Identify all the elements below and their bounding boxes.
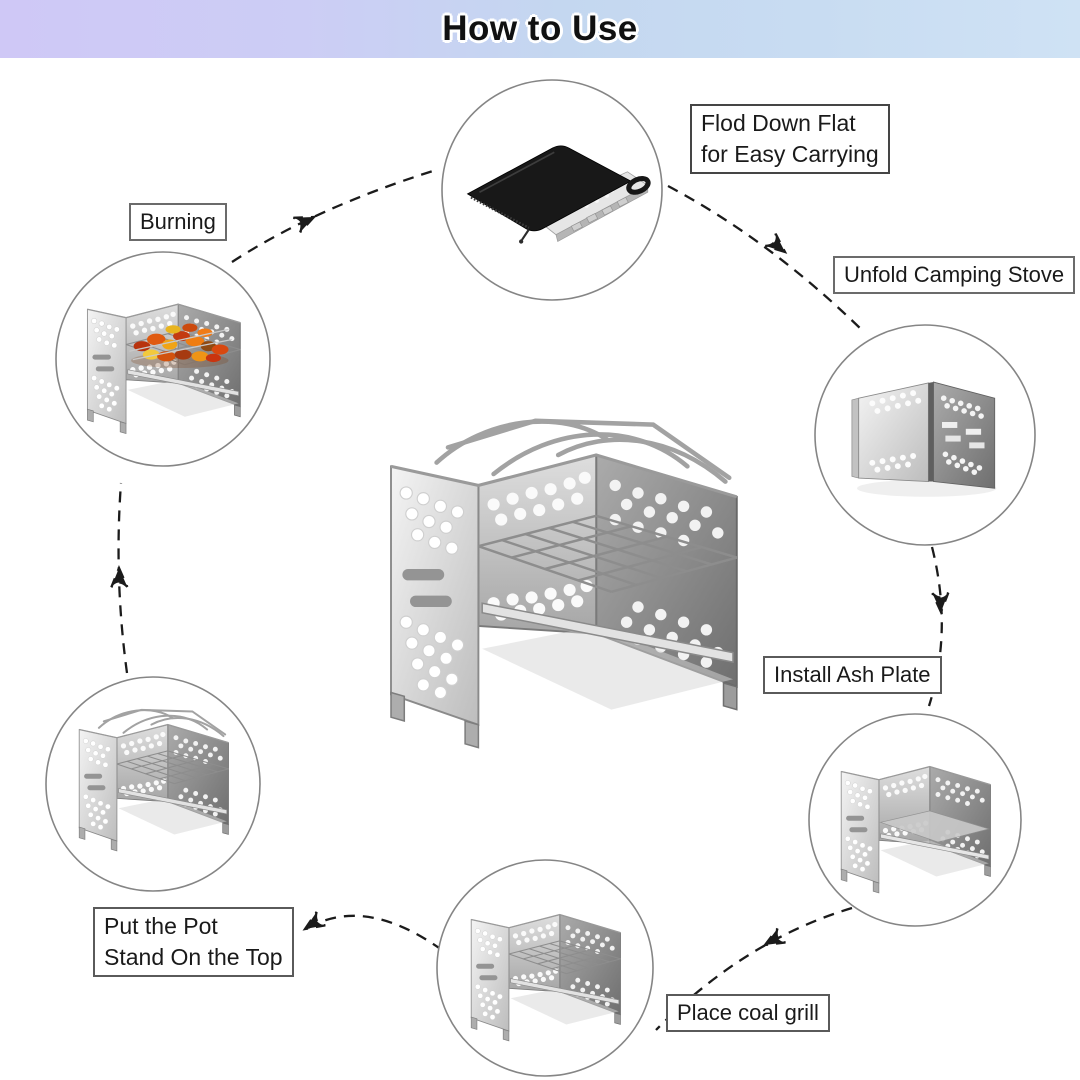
flow-arrows: [109, 168, 951, 1031]
arrow-fold-flat-to-unfold: [667, 184, 865, 333]
step-circle-unfold: [814, 324, 1036, 546]
arrowhead-icon: [759, 927, 787, 954]
label-place-coal-grill: Place coal grill: [666, 994, 830, 1032]
label-unfold-camping-stove: Unfold Camping Stove: [833, 256, 1076, 294]
label-line: Unfold Camping Stove: [844, 262, 1065, 287]
label-line: Place coal grill: [677, 1000, 819, 1025]
step-circle-pot-stand: [45, 676, 261, 892]
step-circle-place-coal-grill: [436, 859, 654, 1077]
arrowhead-icon: [109, 566, 129, 589]
arrow-coal-grill-to-pot-stand: [299, 910, 443, 951]
label-line: Flod Down Flat: [701, 110, 856, 136]
step-circle-fold-flat: [441, 79, 663, 301]
label-line: Stand On the Top: [104, 944, 283, 970]
label-put-pot-stand: Put the Pot Stand On the Top: [93, 907, 294, 977]
header-bar: How to Use: [0, 0, 1080, 58]
step-circle-burning: [55, 251, 271, 467]
arrowhead-icon: [931, 591, 951, 614]
arrow-pot-stand-to-burning: [109, 482, 129, 674]
arrowhead-icon: [292, 208, 319, 234]
page-title: How to Use: [442, 9, 638, 48]
label-line: Put the Pot: [104, 913, 218, 939]
label-burning: Burning: [129, 203, 227, 241]
assembled-camping-stove-illustration: [389, 421, 739, 750]
label-line: for Easy Carrying: [701, 141, 879, 167]
arrow-ash-plate-to-coal-grill: [655, 906, 853, 1031]
label-line: Install Ash Plate: [774, 662, 931, 687]
arrowhead-icon: [299, 910, 327, 937]
step-circle-install-ash-plate: [808, 713, 1022, 927]
label-install-ash-plate: Install Ash Plate: [763, 656, 942, 694]
label-fold-down-flat: Flod Down Flat for Easy Carrying: [690, 104, 890, 174]
label-line: Burning: [140, 209, 216, 234]
arrow-burning-to-fold-flat: [231, 168, 437, 263]
arrowhead-icon: [764, 232, 792, 260]
